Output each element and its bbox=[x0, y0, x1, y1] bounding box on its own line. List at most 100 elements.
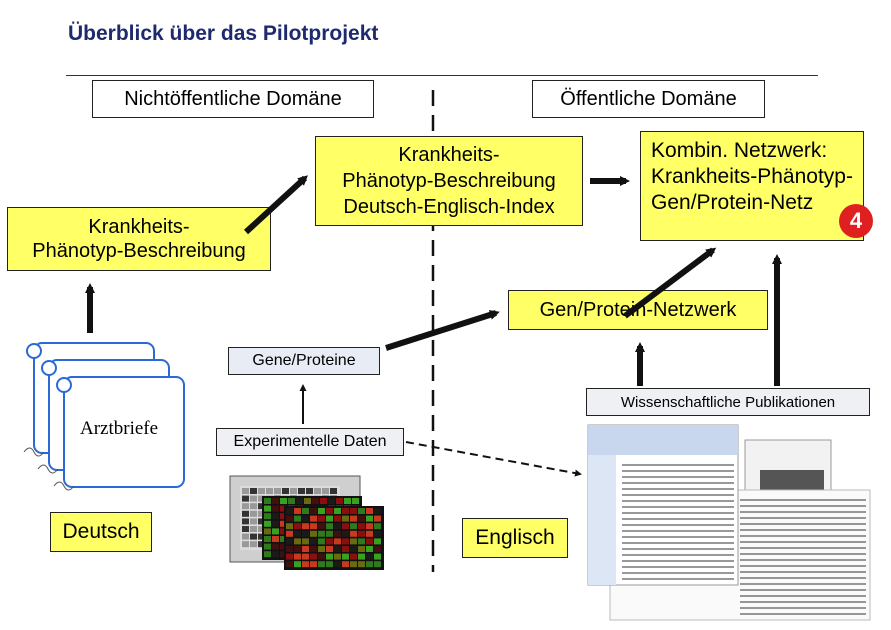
microarray-spot bbox=[336, 498, 343, 504]
network-badge: 4 bbox=[839, 204, 873, 238]
microarray-spot bbox=[242, 541, 249, 548]
microarray-spot bbox=[342, 553, 349, 560]
microarray-spot bbox=[258, 541, 265, 548]
microarray-spot bbox=[350, 546, 357, 552]
microarray-spot bbox=[358, 508, 365, 514]
microarray-spot bbox=[264, 513, 271, 520]
microarray-spot bbox=[358, 546, 365, 552]
microarray-spot bbox=[350, 523, 357, 530]
arrow-experimental-to-publications bbox=[405, 441, 582, 477]
microarray-spot bbox=[272, 528, 279, 535]
microarray-spot bbox=[334, 515, 341, 522]
microarray-spot bbox=[272, 536, 279, 542]
microarray-spot bbox=[258, 533, 265, 540]
phenotype-index-box: Krankheits- Phänotyp-Beschreibung Deutsc… bbox=[315, 136, 583, 226]
index-line-2: Phänotyp-Beschreibung bbox=[342, 170, 556, 192]
microarray-spot bbox=[264, 551, 271, 558]
microarray-spot bbox=[242, 533, 249, 540]
combined-network-box: Kombin. Netzwerk: Krankheits-Phänotyp- G… bbox=[640, 131, 864, 241]
microarray-spot bbox=[264, 528, 271, 535]
microarray-spot bbox=[286, 530, 293, 537]
microarray-spot bbox=[350, 538, 357, 545]
microarray-spot bbox=[258, 503, 265, 510]
phenotype-description-box: Krankheits- Phänotyp-Beschreibung bbox=[7, 207, 271, 271]
microarray-spot bbox=[306, 488, 313, 494]
microarray-spot bbox=[250, 518, 257, 525]
page-title: Überblick über das Pilotprojekt bbox=[68, 22, 379, 45]
microarray-spot bbox=[286, 538, 293, 545]
microarray-spot bbox=[320, 498, 327, 504]
microarray-spot bbox=[280, 536, 287, 542]
combined-line-2: Krankheits-Phänotyp- bbox=[651, 165, 853, 188]
microarray-spot bbox=[250, 510, 257, 517]
microarray-spot bbox=[294, 523, 301, 530]
microarray-spot bbox=[302, 553, 309, 560]
microarray-spot bbox=[296, 498, 303, 504]
microarray-spot bbox=[286, 553, 293, 560]
microarray-spot bbox=[250, 533, 257, 540]
microarray-spot bbox=[302, 538, 309, 545]
microarray-spot bbox=[374, 538, 381, 545]
microarray-spot bbox=[264, 520, 271, 527]
microarray-spot bbox=[326, 523, 333, 530]
microarray-spot bbox=[366, 508, 373, 514]
microarray-spot bbox=[318, 538, 325, 545]
microarray-spot bbox=[286, 561, 293, 568]
microarray-spot bbox=[374, 546, 381, 552]
microarray-spot bbox=[272, 551, 279, 558]
microarray-spot bbox=[326, 538, 333, 545]
microarray-spot bbox=[264, 536, 271, 542]
doctor-letters-label: Arztbriefe bbox=[80, 418, 159, 439]
microarray-spot bbox=[242, 510, 249, 517]
microarray-spot bbox=[318, 523, 325, 530]
microarray-spot bbox=[258, 526, 265, 532]
microarray-spot bbox=[294, 538, 301, 545]
microarray-spot bbox=[302, 546, 309, 552]
microarray-spot bbox=[242, 526, 249, 532]
index-line-1: Krankheits- bbox=[398, 144, 500, 166]
microarray-spot bbox=[294, 553, 301, 560]
microarray-spot bbox=[250, 541, 257, 548]
microarray-spot bbox=[280, 498, 287, 504]
microarray-spot bbox=[374, 523, 381, 530]
microarray-spot bbox=[294, 508, 301, 514]
index-line-3: Deutsch-Englisch-Index bbox=[343, 196, 555, 218]
combined-line-1: Kombin. Netzwerk: bbox=[651, 139, 828, 162]
microarray-spot bbox=[350, 561, 357, 568]
microarray-spot bbox=[310, 508, 317, 514]
microarray-spot bbox=[374, 515, 381, 522]
microarray-spot bbox=[294, 515, 301, 522]
microarray-spot bbox=[302, 515, 309, 522]
microarray-spot bbox=[302, 523, 309, 530]
microarray-spot bbox=[374, 530, 381, 537]
microarray-spot bbox=[334, 546, 341, 552]
microarray-spot bbox=[310, 523, 317, 530]
microarray-spot bbox=[352, 498, 359, 504]
microarray-spot bbox=[366, 530, 373, 537]
microarray-spot bbox=[250, 495, 257, 502]
microarray-spot bbox=[326, 561, 333, 568]
microarray-spot bbox=[374, 553, 381, 560]
arrow-network-to-combined bbox=[623, 247, 717, 319]
phenotype-line-1: Krankheits- bbox=[88, 216, 190, 238]
microarray-spot bbox=[366, 523, 373, 530]
microarray-spot bbox=[326, 515, 333, 522]
microarray-spot bbox=[328, 498, 335, 504]
microarray-spot bbox=[342, 538, 349, 545]
microarray-spot bbox=[326, 508, 333, 514]
microarray-spot bbox=[242, 488, 249, 494]
microarray-spot bbox=[272, 505, 279, 512]
combined-line-3: Gen/Protein-Netz bbox=[651, 191, 814, 214]
microarray-spot bbox=[280, 513, 287, 520]
arrow-phenotype-to-index bbox=[243, 175, 308, 235]
microarray-spot bbox=[342, 561, 349, 568]
microarray-spot bbox=[310, 553, 317, 560]
microarray-spot bbox=[334, 538, 341, 545]
phenotype-line-2: Phänotyp-Beschreibung bbox=[32, 240, 246, 262]
microarray-spot bbox=[258, 510, 265, 517]
microarray-spot bbox=[334, 561, 341, 568]
microarray-spot bbox=[334, 553, 341, 560]
